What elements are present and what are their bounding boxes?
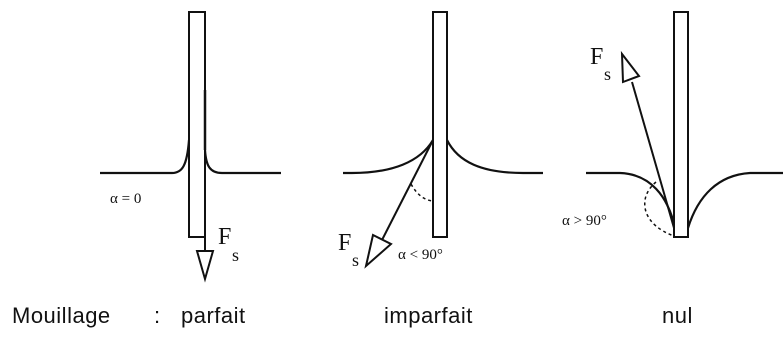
force-arrow-head-imparfait	[364, 233, 393, 269]
angle-label-parfait: α = 0	[110, 191, 141, 207]
force-arrow-head-parfait	[195, 250, 215, 283]
meniscus-imparfait-left	[343, 139, 434, 175]
meniscus-nul-left	[586, 171, 677, 229]
meniscus-parfait	[100, 139, 191, 175]
force-subscript-imparfait: s	[352, 250, 359, 270]
force-subscript-parfait: s	[232, 245, 239, 265]
force-label-parfait: F	[218, 224, 231, 250]
force-arrow-head-nul	[620, 50, 641, 84]
meniscus-parfait-right	[203, 149, 281, 175]
panel-nul: F s α > 90°	[562, 11, 783, 238]
captions: Mouillage : parfait imparfait nul	[12, 303, 693, 328]
force-arrow-shaft-nul	[631, 81, 675, 229]
force-label-nul: F	[590, 44, 603, 70]
angle-label-imparfait: α < 90°	[398, 247, 443, 263]
plate-nul	[673, 11, 689, 238]
angle-arc-imparfait	[410, 183, 434, 202]
caption-colon: :	[154, 303, 161, 328]
caption-nul: nul	[662, 303, 693, 328]
caption-parfait: parfait	[181, 303, 246, 328]
angle-label-nul: α > 90°	[562, 213, 607, 229]
meniscus-nul-right	[686, 171, 783, 229]
meniscus-imparfait-right	[446, 139, 543, 175]
force-label-imparfait: F	[338, 230, 351, 256]
caption-imparfait: imparfait	[384, 303, 473, 328]
force-arrow-shaft-imparfait	[381, 139, 434, 241]
plate-imparfait	[432, 11, 448, 238]
caption-mouillage: Mouillage	[12, 303, 111, 328]
force-subscript-nul: s	[604, 64, 611, 84]
panel-imparfait: F s α < 90°	[338, 11, 543, 270]
panel-parfait: F s α = 0	[100, 11, 281, 283]
plate-parfait	[188, 11, 206, 238]
